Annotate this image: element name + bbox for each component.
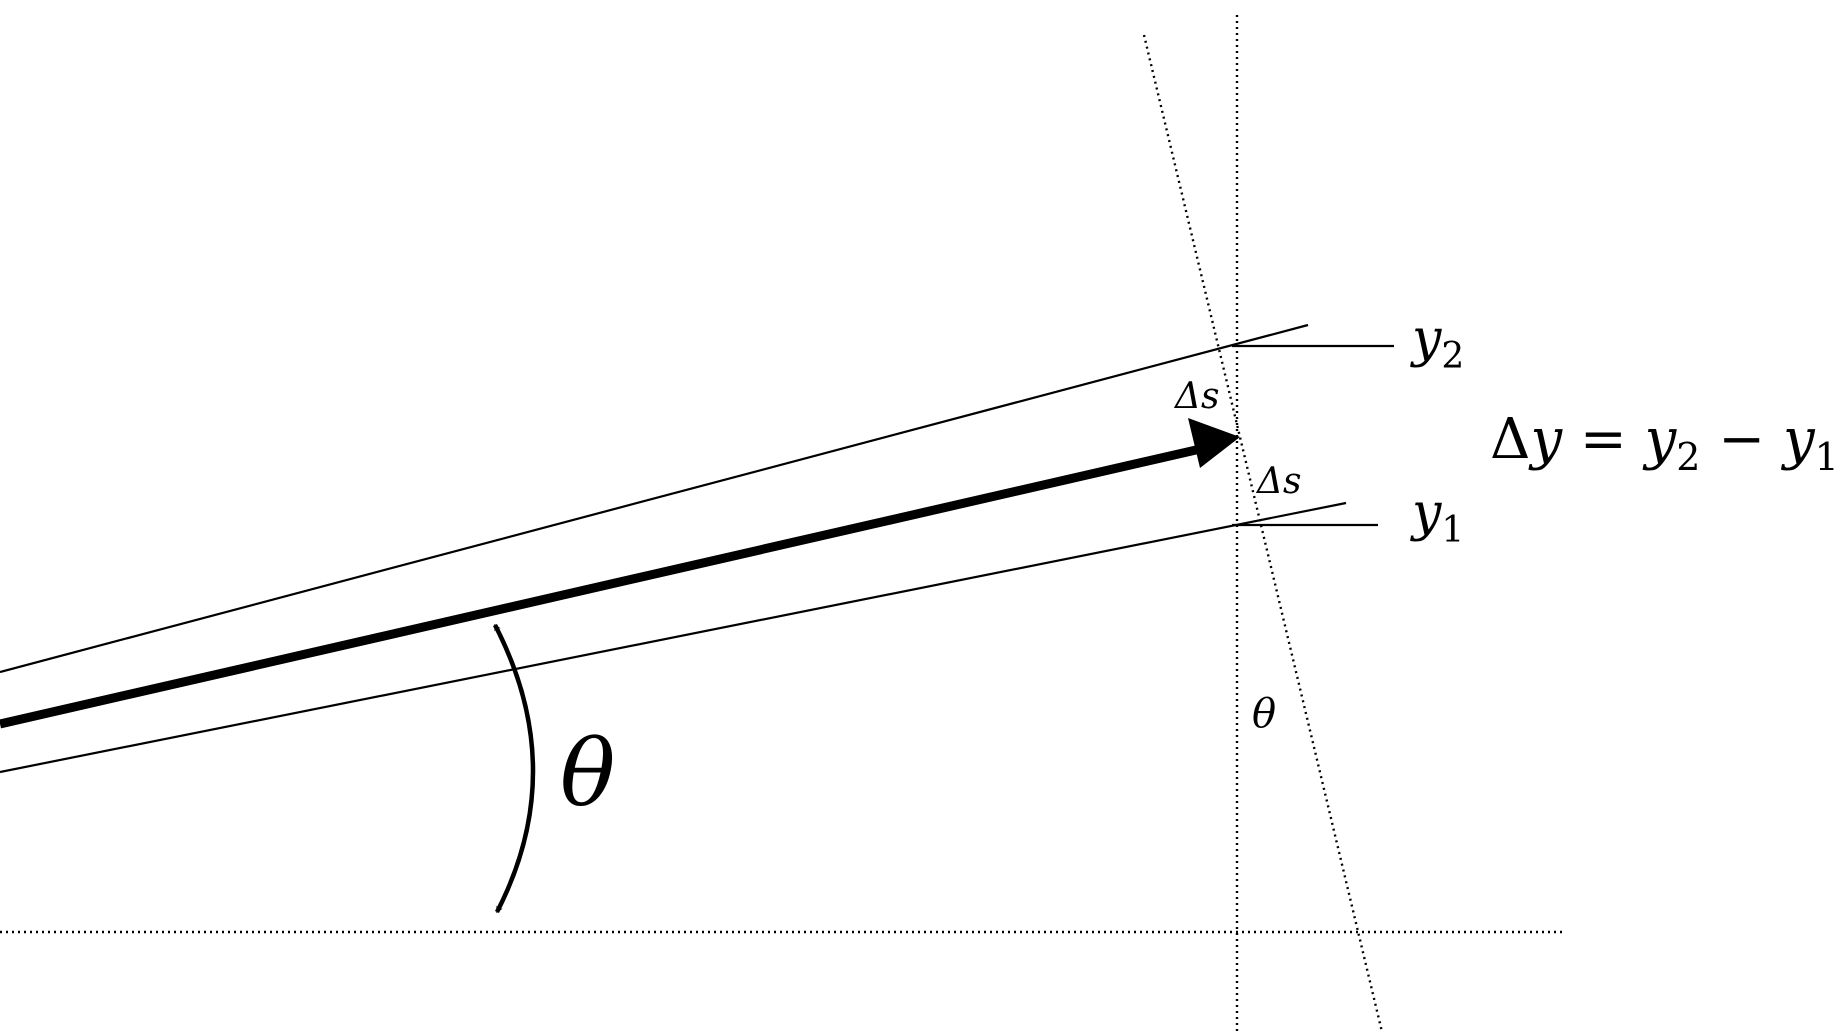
upper-ray-boundary (0, 323, 1309, 674)
wavefront-line (1142, 34, 1384, 1032)
lower-ray-boundary (0, 501, 1347, 774)
equation-equals: = (1562, 407, 1645, 472)
y2-subscript: 2 (1441, 336, 1464, 377)
equation-lhs: y (1527, 407, 1563, 472)
equation-term2-subscript: 1 (1815, 435, 1835, 479)
delta-s-upper-label: Δs (1173, 376, 1219, 417)
equation-delta: Δ (1490, 407, 1530, 472)
y2-base: y (1410, 309, 1442, 369)
y1-subscript: 1 (1441, 510, 1464, 551)
main-ray-arrowhead (1188, 418, 1240, 468)
main-ray-shaft (0, 445, 1198, 729)
equation-term2: y (1780, 407, 1816, 472)
delta-y-equation: Δy = y2 − y1 (1490, 407, 1835, 479)
y1-label: y1 (1410, 483, 1464, 551)
equation-term1-subscript: 2 (1676, 435, 1700, 479)
theta-large-label: θ (560, 720, 615, 827)
y1-base: y (1410, 483, 1442, 543)
theta-small-label: θ (1252, 691, 1276, 737)
equation-minus: − (1700, 407, 1783, 472)
delta-s-lower-label: Δs (1255, 461, 1301, 502)
equation-term1: y (1642, 407, 1678, 472)
y2-label: y2 (1410, 309, 1464, 377)
angle-arc (493, 623, 536, 914)
